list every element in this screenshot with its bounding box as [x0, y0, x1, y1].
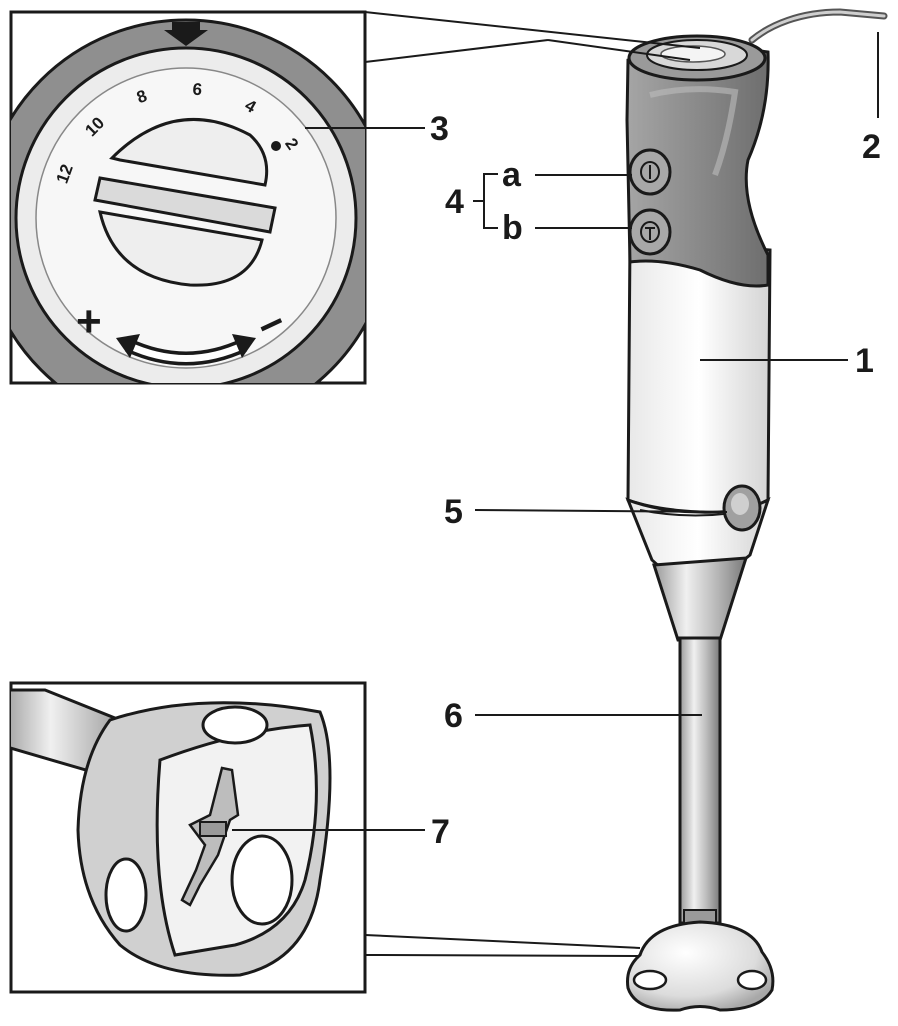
- callout-4a: a: [502, 156, 522, 194]
- leader-lines: [232, 11, 879, 957]
- callout-4b: b: [502, 209, 523, 247]
- callout-7: 7: [431, 813, 450, 851]
- callout-6: 6: [444, 697, 463, 735]
- callout-5: 5: [444, 493, 463, 531]
- increase-symbol: +: [76, 297, 102, 346]
- position-indicator-arrow: [164, 22, 208, 46]
- dial-min-dot: [271, 141, 281, 151]
- callout-4: 4: [445, 183, 464, 221]
- hand-blender: [625, 8, 888, 1012]
- callout-2: 2: [862, 128, 881, 166]
- callout-labels: 3 2 4 a b 1 5 6 7: [430, 110, 881, 851]
- blending-shaft: [678, 636, 722, 925]
- blade-guard: [626, 920, 775, 1012]
- shaft-cone: [651, 556, 749, 642]
- callout-1: 1: [855, 342, 874, 380]
- dial-knob-lower[interactable]: [98, 210, 264, 287]
- callout-3: 3: [430, 110, 449, 148]
- inset-blade: [9, 681, 367, 994]
- dial-knob-upper[interactable]: [109, 117, 269, 187]
- dial-scale-label: 6: [192, 80, 203, 100]
